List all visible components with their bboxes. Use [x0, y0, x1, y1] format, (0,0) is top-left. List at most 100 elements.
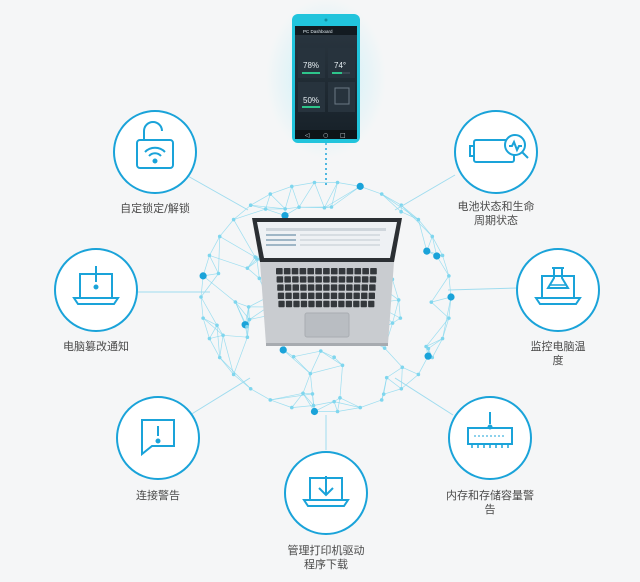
- feature-battery: [454, 110, 538, 194]
- mesh-link: [270, 193, 286, 210]
- feature-label-driver: 管理打印机驱动 程序下载: [287, 544, 365, 571]
- feature-circle: [113, 110, 197, 194]
- keyboard-key: [323, 268, 330, 275]
- mesh-node: [245, 324, 249, 329]
- keyboard-key: [323, 284, 330, 291]
- mesh-link: [401, 374, 419, 390]
- keyboard-key: [338, 284, 345, 291]
- keyboard-key: [315, 276, 322, 283]
- mesh-node: [322, 205, 327, 210]
- mesh-link: [285, 206, 300, 210]
- keyboard-key: [346, 276, 353, 283]
- home-icon: ○: [323, 132, 328, 139]
- mesh-link: [235, 301, 250, 320]
- keyboard-key: [345, 300, 352, 308]
- keyboard-key: [315, 268, 322, 275]
- mesh-node: [201, 316, 205, 320]
- mesh-node: [207, 336, 212, 341]
- mesh-link: [431, 236, 443, 256]
- mesh-link: [270, 186, 292, 195]
- mesh-node: [279, 346, 287, 354]
- keyboard-key: [323, 292, 330, 299]
- recent-apps-icon: □: [340, 132, 346, 139]
- feature-label-lock: 自定锁定/解锁: [120, 202, 190, 215]
- mesh-link: [337, 182, 361, 187]
- keyboard-key: [299, 276, 307, 283]
- mesh-link: [298, 182, 315, 208]
- mesh-node: [384, 375, 389, 380]
- mesh-node: [257, 276, 262, 281]
- keyboard-key: [276, 268, 283, 275]
- mesh-link: [218, 236, 221, 274]
- mesh-link: [331, 186, 361, 208]
- mesh-link: [202, 318, 210, 339]
- connector-line: [394, 174, 456, 211]
- mesh-link: [384, 347, 403, 368]
- mesh-link: [428, 338, 443, 349]
- mesh-node: [245, 266, 250, 270]
- mesh-link: [383, 377, 388, 395]
- keyboard-key: [370, 268, 377, 275]
- mesh-link: [233, 219, 256, 258]
- mesh-link: [250, 204, 266, 210]
- mesh-node: [379, 192, 384, 196]
- chat-alert-icon: [141, 419, 175, 457]
- mesh-link: [310, 364, 343, 374]
- mesh-node: [447, 274, 451, 278]
- keyboard-key: [315, 284, 322, 291]
- phone-tile-value: 50%: [303, 96, 319, 105]
- feature-label-temperature: 监控电脑温 度: [530, 340, 586, 367]
- mesh-link: [222, 335, 234, 375]
- feature-storage: [448, 396, 532, 480]
- connector-line: [189, 377, 251, 416]
- keyboard-key: [346, 268, 354, 275]
- mesh-node: [379, 398, 384, 402]
- phone-tile-value: 74°: [334, 61, 346, 70]
- mesh-link: [282, 349, 311, 374]
- mesh-link: [233, 208, 266, 220]
- mesh-link: [400, 367, 403, 389]
- mesh-node: [283, 207, 287, 211]
- mesh-link: [360, 399, 382, 408]
- mesh-link: [442, 255, 450, 276]
- mesh-link: [265, 193, 271, 210]
- mesh-node: [207, 253, 212, 258]
- mesh-node: [217, 234, 222, 239]
- gauge-bar: [302, 106, 320, 108]
- mesh-link: [320, 350, 335, 358]
- keyboard-key: [338, 292, 345, 299]
- mesh-node: [396, 298, 401, 302]
- mesh-node: [329, 205, 334, 209]
- mesh-node: [424, 352, 432, 360]
- mesh-link: [310, 350, 322, 374]
- mesh-link: [333, 356, 343, 366]
- mesh-link: [250, 193, 271, 206]
- gauge-bar: [302, 72, 320, 74]
- mesh-node: [390, 321, 395, 325]
- mesh-node: [400, 365, 405, 370]
- battery-health-icon: [469, 134, 529, 163]
- mesh-link: [436, 255, 450, 277]
- keyboard-key: [361, 276, 369, 283]
- mesh-node: [440, 253, 445, 258]
- mesh-link: [442, 318, 450, 339]
- mesh-link: [209, 338, 221, 358]
- mesh-link: [248, 306, 250, 320]
- touchpad: [304, 312, 350, 338]
- mesh-node: [199, 272, 207, 280]
- keyboard-key: [338, 300, 345, 308]
- mesh-node: [308, 371, 313, 376]
- mesh-link: [402, 366, 419, 375]
- mesh-link: [256, 258, 260, 279]
- keyboard-key: [361, 284, 368, 291]
- mesh-link: [302, 373, 311, 394]
- mesh-node: [398, 316, 403, 320]
- mesh-link: [324, 182, 338, 208]
- keyboard-key: [369, 276, 377, 283]
- mesh-node: [301, 391, 305, 396]
- mesh-link: [200, 296, 218, 326]
- mesh-node: [216, 271, 221, 276]
- feature-temperature: [516, 248, 600, 332]
- mesh-node: [217, 355, 222, 360]
